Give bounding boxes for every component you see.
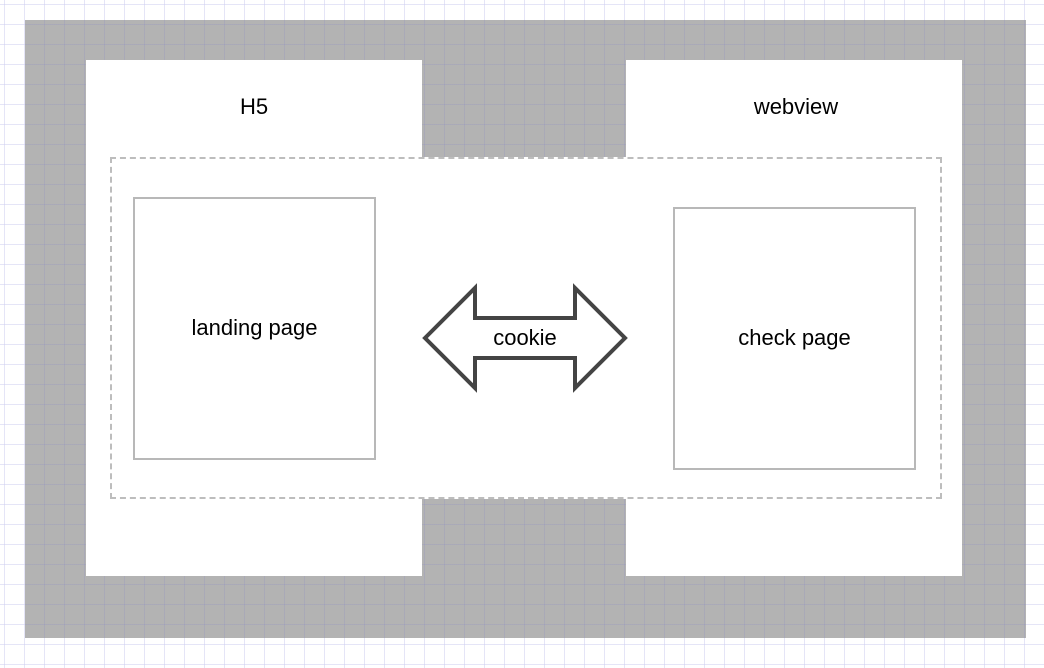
h5-title: H5 bbox=[239, 94, 269, 119]
webview-title: webview bbox=[753, 94, 839, 119]
cookie-label: cookie bbox=[493, 325, 557, 350]
double-arrow-icon bbox=[422, 283, 628, 393]
check-page-label: check page bbox=[738, 325, 851, 350]
check-page-box bbox=[673, 207, 916, 470]
double-arrow-shape bbox=[422, 283, 628, 393]
landing-page-label: landing page bbox=[191, 315, 318, 340]
landing-page-box bbox=[133, 197, 376, 460]
